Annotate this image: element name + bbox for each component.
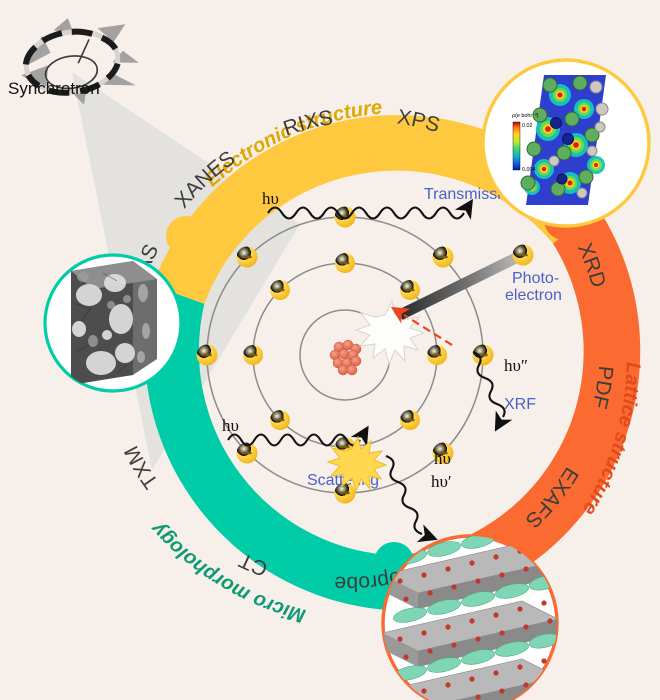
photon-label-xrf: hυ″: [504, 356, 528, 375]
atom-model: [196, 206, 494, 504]
tomography-image: [71, 261, 157, 385]
colorbar: ρ(e bohr⁻³) 0.02 0.004: [512, 113, 539, 173]
relaxation-arrow: [390, 306, 453, 346]
synchrotron-label: Synchrotron: [8, 79, 100, 98]
output-label-photoelectron-line1: Photo-: [512, 270, 559, 287]
nucleus: [329, 339, 362, 376]
junction-dot-yellow: [166, 216, 206, 256]
output-label-xrf: XRF: [504, 396, 536, 413]
scattering-burst-lower: [326, 435, 388, 493]
band-lattice-structure[interactable]: [397, 208, 641, 611]
photoelectron-beam: Photo- electron: [397, 244, 562, 320]
photon-label-scatter-1: hυ: [434, 449, 451, 468]
inset-charge-density[interactable]: ρ(e bohr⁻³) 0.02 0.004: [481, 58, 651, 228]
colorbar-title: ρ(e bohr⁻³): [512, 113, 539, 119]
electron-group: [196, 206, 494, 504]
synchrotron-ring-icon: Synchrotron: [8, 18, 139, 105]
scattered-photons: hυ hυ′: [385, 449, 452, 543]
photon-label-transmission: hυ: [262, 189, 279, 208]
output-label-photoelectron-line2: electron: [505, 287, 562, 304]
transmission-beam: hυ Transmission: [262, 186, 519, 220]
inset-tomography[interactable]: [43, 253, 183, 393]
charge-density-map: ρ(e bohr⁻³) 0.02 0.004: [512, 75, 609, 205]
colorbar-max: 0.02: [522, 123, 533, 129]
output-label-transmission: Transmission: [424, 186, 519, 203]
photon-label-scatter-2: hυ′: [431, 472, 452, 491]
xrf-emission: hυ″ XRF: [472, 351, 536, 432]
colorbar-min: 0.004: [522, 167, 536, 173]
photon-label-scattering: hυ: [222, 416, 239, 435]
